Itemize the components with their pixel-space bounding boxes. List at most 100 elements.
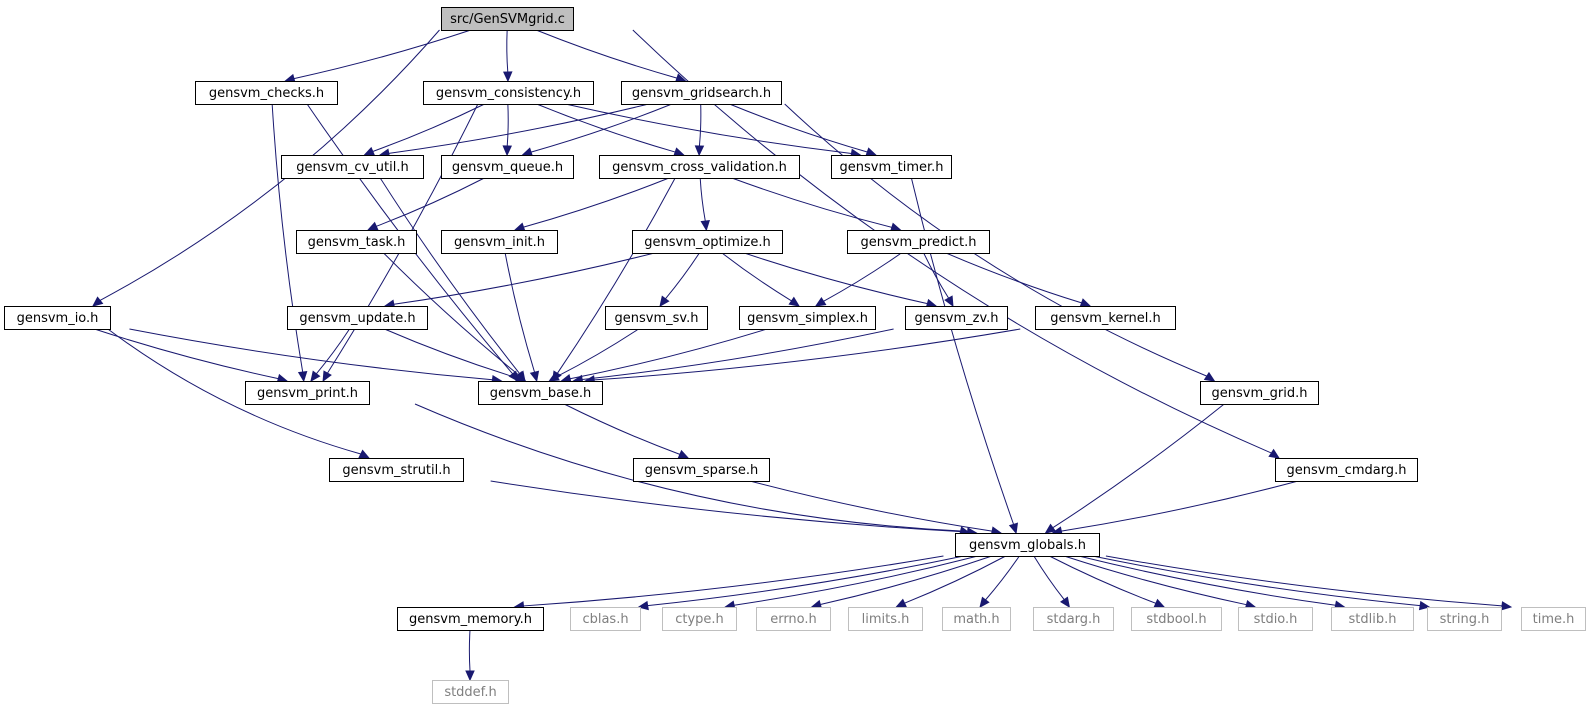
edge-line xyxy=(372,103,485,152)
node-box xyxy=(847,230,990,254)
edge-memory-to-stddef xyxy=(465,629,475,682)
edge-line xyxy=(733,555,978,606)
edge-base-to-sparse xyxy=(563,403,690,459)
node-label: gensvm_cross_validation.h xyxy=(612,160,787,175)
edge-globals-to-stdarg xyxy=(1033,555,1071,609)
edge-arrowhead xyxy=(322,370,332,383)
edge-line xyxy=(414,403,961,532)
edge-arrowhead xyxy=(529,370,540,383)
node-cv-util[interactable]: gensvm_cv_util.h xyxy=(281,155,424,179)
node-label: errno.h xyxy=(770,612,817,627)
edge-line xyxy=(530,103,673,153)
edge-line xyxy=(744,252,928,305)
node-grid[interactable]: gensvm_grid.h xyxy=(1200,381,1319,405)
node-label: gensvm_simplex.h xyxy=(747,311,868,326)
edge-arrowhead xyxy=(694,145,705,157)
edge-gridsearch-to-timer xyxy=(729,103,877,157)
edge-predict-to-simplex xyxy=(814,252,902,307)
edge-gridsearch-to-queue xyxy=(521,103,673,157)
node-label: limits.h xyxy=(862,612,910,627)
node-optimize[interactable]: gensvm_optimize.h xyxy=(632,230,783,254)
edge-cmdarg-to-globals xyxy=(1051,480,1299,536)
edge-line xyxy=(379,177,521,374)
node-label: gensvm_checks.h xyxy=(209,86,324,101)
edge-line xyxy=(393,252,655,305)
edge-globals-to-stdio xyxy=(1064,555,1257,610)
node-task[interactable]: gensvm_task.h xyxy=(296,230,417,254)
node-math: math.h xyxy=(942,607,1011,631)
node-box xyxy=(955,533,1100,557)
edge-line xyxy=(523,177,670,228)
edge-arrowhead xyxy=(1203,371,1216,382)
edges-layer xyxy=(92,29,1513,682)
edge-arrowhead xyxy=(521,147,534,157)
edge-optimize-to-simplex xyxy=(721,252,801,307)
node-consistency[interactable]: gensvm_consistency.h xyxy=(423,81,594,105)
edge-globals-to-memory xyxy=(513,555,944,611)
node-queue[interactable]: gensvm_queue.h xyxy=(441,155,574,179)
edge-arrowhead xyxy=(1418,600,1431,611)
edge-line xyxy=(536,103,676,153)
node-sv[interactable]: gensvm_sv.h xyxy=(605,306,708,330)
edge-predict-to-zv xyxy=(923,252,954,308)
edge-arrowhead xyxy=(1008,522,1019,535)
node-label: gensvm_gridsearch.h xyxy=(632,86,771,101)
node-simplex[interactable]: gensvm_simplex.h xyxy=(739,306,876,330)
node-label: ctype.h xyxy=(675,612,724,627)
node-label: gensvm_grid.h xyxy=(1212,386,1308,401)
edge-update-to-print xyxy=(310,328,350,382)
edge-line xyxy=(904,555,1006,604)
node-base[interactable]: gensvm_base.h xyxy=(478,381,603,405)
node-cross-validation[interactable]: gensvm_cross_validation.h xyxy=(599,155,800,179)
node-checks[interactable]: gensvm_checks.h xyxy=(195,81,338,105)
node-memory[interactable]: gensvm_memory.h xyxy=(397,607,544,631)
edge-arrowhead xyxy=(513,222,526,232)
edge-root-to-io xyxy=(92,29,440,307)
node-box xyxy=(478,381,603,405)
edge-consistency-to-queue xyxy=(502,103,512,157)
edge-sv-to-base xyxy=(548,328,639,382)
edge-line xyxy=(569,328,768,380)
node-errno: errno.h xyxy=(756,607,831,631)
node-label: gensvm_init.h xyxy=(454,235,545,250)
edge-line xyxy=(729,103,868,153)
node-print[interactable]: gensvm_print.h xyxy=(245,381,370,405)
node-label: gensvm_sparse.h xyxy=(645,463,759,478)
node-io[interactable]: gensvm_io.h xyxy=(4,306,111,330)
edge-arrowhead xyxy=(637,600,649,611)
edge-globals-to-stdlib xyxy=(1078,555,1346,610)
edge-cv_util-to-base xyxy=(379,177,526,383)
node-timer[interactable]: gensvm_timer.h xyxy=(831,155,952,179)
node-predict[interactable]: gensvm_predict.h xyxy=(847,230,990,254)
edge-io-to-print xyxy=(94,328,289,384)
node-label: gensvm_task.h xyxy=(308,235,406,250)
edge-line xyxy=(749,480,993,532)
node-box xyxy=(1427,607,1502,631)
node-label: time.h xyxy=(1533,612,1575,627)
edge-line xyxy=(910,177,1015,525)
node-gridsearch[interactable]: gensvm_gridsearch.h xyxy=(621,81,782,105)
edge-arrowhead xyxy=(673,147,685,157)
node-time: time.h xyxy=(1521,607,1586,631)
edge-line xyxy=(490,480,968,533)
node-kernel[interactable]: gensvm_kernel.h xyxy=(1035,306,1176,330)
node-box xyxy=(423,81,594,105)
edge-line xyxy=(1105,555,1503,607)
node-ctype: ctype.h xyxy=(662,607,737,631)
node-zv[interactable]: gensvm_zv.h xyxy=(905,306,1008,330)
edge-sparse-to-globals xyxy=(749,480,1003,536)
edge-line xyxy=(784,103,1207,377)
node-globals[interactable]: gensvm_globals.h xyxy=(955,533,1100,557)
node-box xyxy=(195,81,338,105)
edge-arrowhead xyxy=(659,295,670,307)
edge-line xyxy=(293,29,472,80)
node-sparse[interactable]: gensvm_sparse.h xyxy=(633,458,770,482)
node-init[interactable]: gensvm_init.h xyxy=(441,230,558,254)
node-root[interactable]: src/GenSVMgrid.c xyxy=(441,7,574,31)
node-box xyxy=(756,607,831,631)
node-strutil[interactable]: gensvm_strutil.h xyxy=(329,458,464,482)
edge-gridsearch-to-grid xyxy=(784,103,1216,382)
edge-line xyxy=(1078,555,1336,606)
node-cmdarg[interactable]: gensvm_cmdarg.h xyxy=(1275,458,1418,482)
node-update[interactable]: gensvm_update.h xyxy=(287,306,428,330)
